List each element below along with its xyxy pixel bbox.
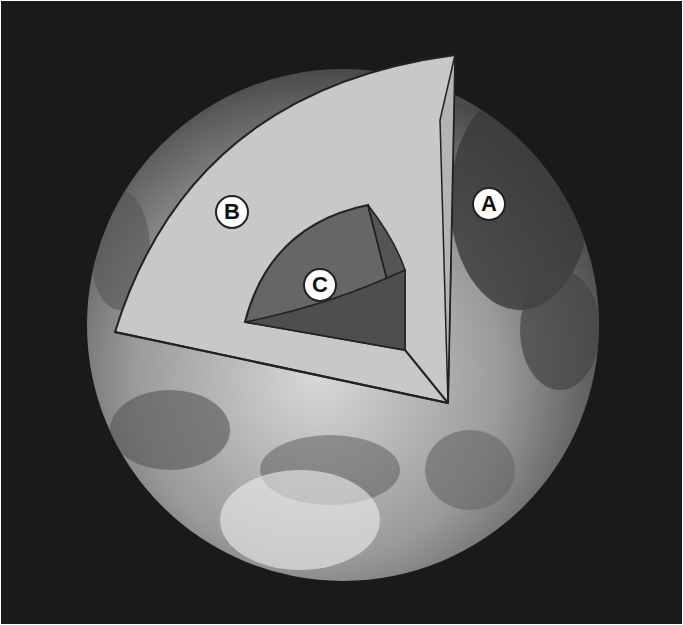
callout-badge: C xyxy=(303,268,337,302)
callout-badge: A xyxy=(472,187,506,221)
core-bottom xyxy=(245,270,405,350)
mantle-side-face xyxy=(440,55,455,403)
callout-letter: A xyxy=(481,193,497,215)
callout-badge: B xyxy=(215,195,249,229)
mantle-cutaway xyxy=(115,55,455,403)
callout-letter: B xyxy=(224,201,240,223)
core xyxy=(245,205,405,350)
center-edge xyxy=(405,350,448,403)
callout-letter: C xyxy=(312,274,328,296)
